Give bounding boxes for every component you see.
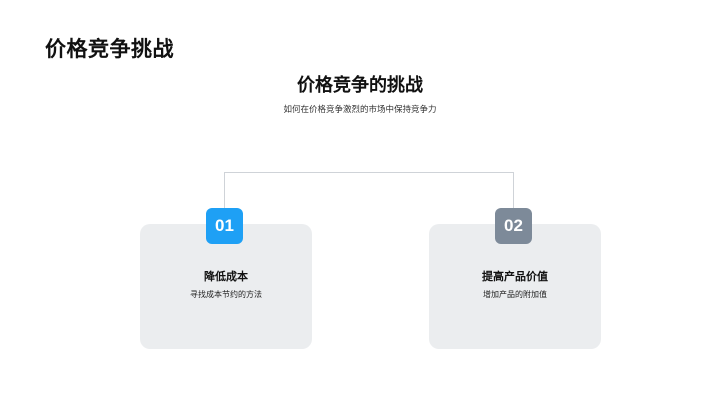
item-description: 增加产品的附加值 <box>483 290 547 299</box>
diagram-title: 价格竞争的挑战 <box>297 75 423 96</box>
item-title: 降低成本 <box>204 270 248 283</box>
item-card-2: 提高产品价值 增加产品的附加值 <box>429 224 601 349</box>
slide-title: 价格竞争挑战 <box>45 37 174 61</box>
item-description: 寻找成本节约的方法 <box>190 290 262 299</box>
number-badge-2: 02 <box>495 208 532 244</box>
diagram-subtitle: 如何在价格竞争激烈的市场中保持竞争力 <box>283 105 437 115</box>
item-title: 提高产品价值 <box>482 270 548 283</box>
item-card-1: 降低成本 寻找成本节约的方法 <box>140 224 312 349</box>
number-badge-1: 01 <box>206 208 243 244</box>
connector-line <box>224 172 514 212</box>
